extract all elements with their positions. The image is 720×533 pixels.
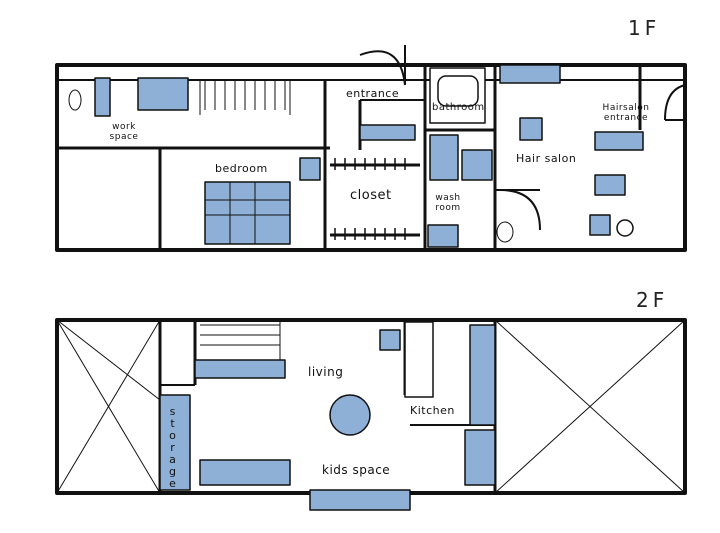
room-label-wash-room: wash room	[435, 193, 461, 213]
room-label-work-space: work space	[109, 122, 139, 142]
room-label-bedroom: bedroom	[215, 162, 268, 175]
room-label-entrance: entrance	[346, 87, 400, 100]
room-label-living: living	[308, 365, 344, 379]
room-label-kids-space: kids space	[322, 463, 391, 477]
room-label-closet: closet	[350, 188, 392, 203]
room-label-kitchen: Kitchen	[410, 404, 455, 417]
floor-1-walls	[55, 45, 687, 252]
floor-1-furniture	[94, 64, 644, 248]
room-label-storage: storage	[166, 405, 179, 489]
floor-label-2f: 2F	[636, 288, 669, 312]
room-label-hair-salon: Hair salon	[516, 152, 577, 165]
floor-label-1f: 1F	[628, 16, 661, 40]
room-label-hairsalon-entrance: Hairsalon entrance	[602, 103, 650, 123]
room-label-bathroom: bathroom	[432, 102, 485, 113]
